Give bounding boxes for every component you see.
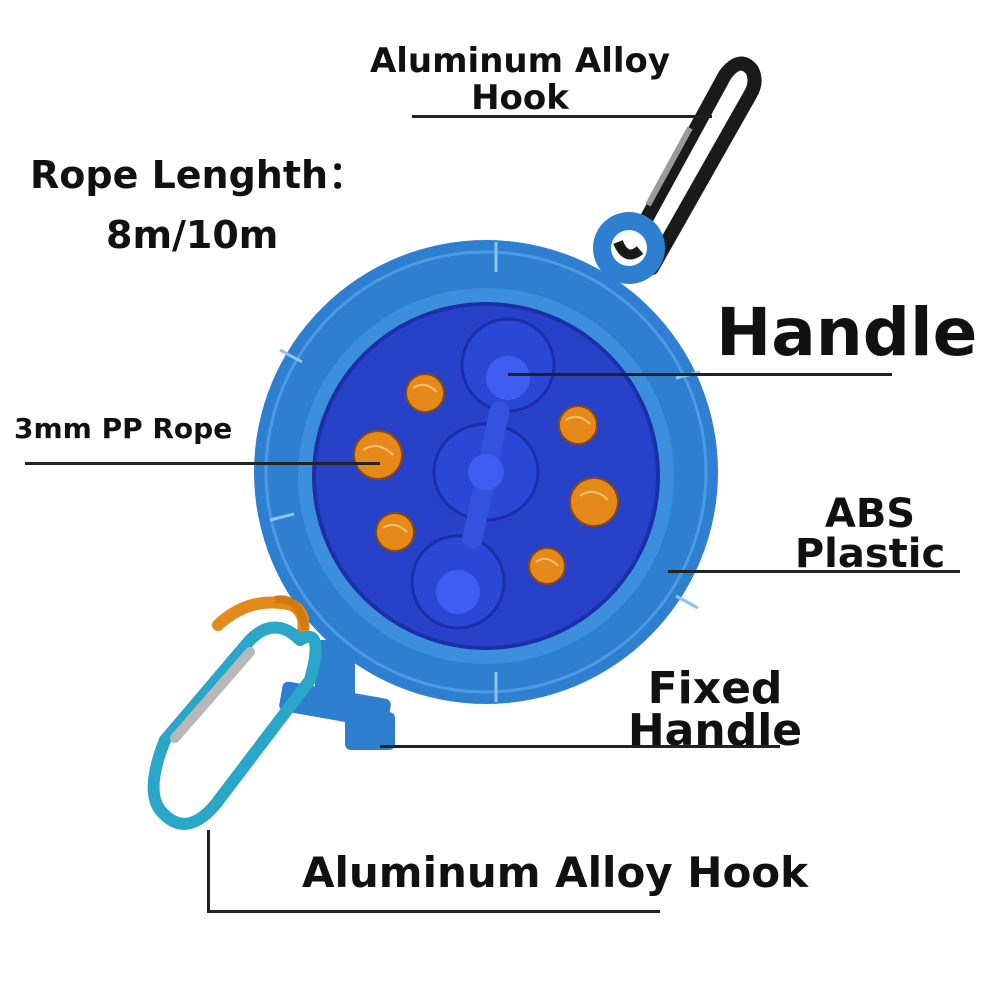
bottom-hook-label: Aluminum Alloy Hook — [302, 848, 809, 897]
bottom-hook-leader-horizontal — [207, 910, 660, 913]
top-hook-label-line2: Hook — [471, 78, 569, 118]
top-carabiner-icon — [618, 56, 762, 275]
bottom-hook-leader-vertical — [207, 830, 210, 913]
top-hook-leader-line — [412, 115, 712, 118]
hang-tab — [593, 212, 665, 284]
body-material-line1: ABS — [824, 491, 916, 537]
rope-length-value: 8m/10m — [106, 213, 279, 257]
body-material-label: ABS Plastic — [790, 494, 950, 574]
rope-length-title: Rope Lenghth： — [30, 153, 367, 197]
rope-label: 3mm PP Rope — [14, 412, 233, 445]
rope-leader-line — [25, 462, 380, 465]
bottom-carabiner-icon — [147, 621, 322, 830]
rope-reel-icon — [254, 240, 718, 704]
handle-leader-line — [508, 373, 892, 376]
top-hook-label-line1: Aluminum Alloy — [369, 41, 671, 81]
fixed-handle-line1: Fixed — [647, 663, 783, 714]
rope-knot — [212, 595, 310, 646]
fixed-handle-leader-line — [380, 745, 780, 748]
top-hook-label: Aluminum Alloy Hook — [365, 43, 675, 117]
handle-label: Handle — [716, 294, 978, 371]
body-material-line2: Plastic — [794, 531, 946, 577]
fixed-handle-label: Fixed Handle — [620, 663, 810, 753]
body-material-leader-line — [668, 570, 960, 573]
